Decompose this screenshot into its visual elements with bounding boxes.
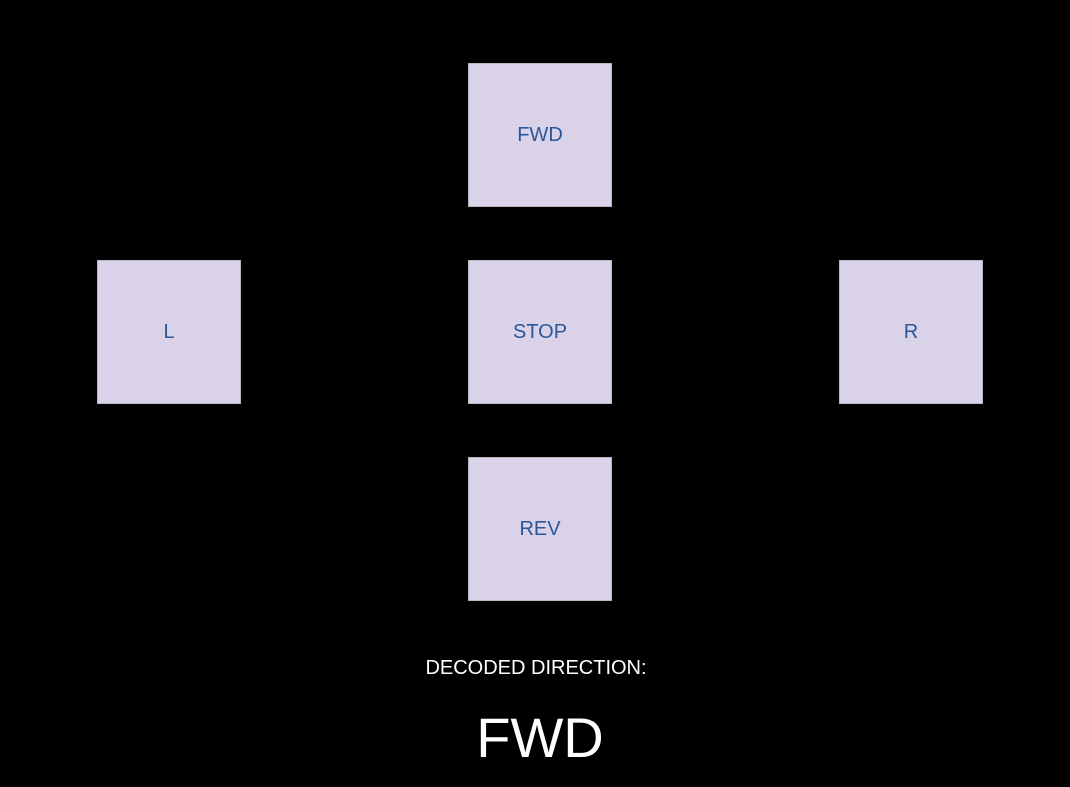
- forward-button[interactable]: FWD: [468, 63, 612, 207]
- right-button[interactable]: R: [839, 260, 983, 404]
- stop-button[interactable]: STOP: [468, 260, 612, 404]
- left-button[interactable]: L: [97, 260, 241, 404]
- decoded-direction-label: DECODED DIRECTION:: [425, 657, 647, 679]
- right-button-label: R: [903, 320, 919, 343]
- left-button-label: L: [163, 320, 175, 343]
- reverse-button[interactable]: REV: [468, 457, 612, 601]
- reverse-button-label: REV: [519, 517, 561, 540]
- decoded-direction-value: FWD: [476, 706, 604, 769]
- forward-button-label: FWD: [517, 123, 563, 146]
- stop-button-label: STOP: [512, 320, 568, 343]
